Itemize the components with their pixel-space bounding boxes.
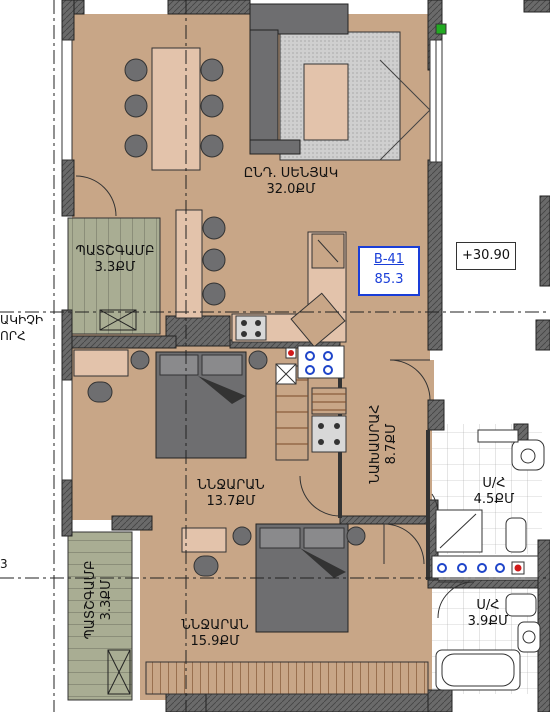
wardrobe-bedroom-2 <box>145 661 429 695</box>
dining-table <box>124 47 224 171</box>
room-living-area: 32.0ՔՄ <box>266 182 316 197</box>
room-balcony-top-name: ՊԱՏՇԳԱՄԲ <box>75 244 155 259</box>
room-bathroom-1: Ս/Հ 4.5ՔՄ <box>464 476 524 508</box>
room-hallway-area: 8.7ՔՄ <box>384 423 399 465</box>
unit-tag: B-41 85.3 <box>358 246 420 296</box>
bathroom-2-fixtures <box>435 593 541 691</box>
edge-label-left: ԱԿԻՉԻ ՈՐՀ <box>0 312 43 344</box>
room-living: ԸՆԴ. ՍԵՆՅԱԿ 32.0ՔՄ <box>236 166 346 198</box>
sofa-with-rug <box>249 3 431 161</box>
room-balcony-top: ՊԱՏՇԳԱՄԲ 3.3ՔՄ <box>70 244 160 276</box>
unit-area: 85.3 <box>374 272 404 287</box>
window-right <box>429 39 443 163</box>
room-bedroom-2: ՆՆՋԱՐԱՆ 15.9ՔՄ <box>170 618 260 650</box>
room-balcony-bottom-area: 3.3ՔՄ <box>99 579 114 621</box>
edge-label-left-line-1: ԱԿԻՉԻ <box>0 313 44 327</box>
balcony-drain-top <box>99 309 137 331</box>
unit-code: B-41 <box>373 252 405 267</box>
window-left-bottom <box>61 379 73 481</box>
edge-number-left: 3 <box>0 557 8 571</box>
kitchen-counter <box>175 209 347 348</box>
balcony-top-floor <box>67 217 161 335</box>
room-balcony-bottom-name: ՊԱՏՇԳԱՄԲ <box>83 560 98 640</box>
room-bathroom-2: Ս/Հ 3.9ՔՄ <box>458 598 518 630</box>
room-living-name: ԸՆԴ. ՍԵՆՅԱԿ <box>243 166 339 181</box>
elevation-mark: +30.90 <box>456 242 516 270</box>
balcony-bottom-floor <box>67 531 133 701</box>
desk-2 <box>181 527 227 577</box>
room-bathroom-1-area: 4.5ՔՄ <box>473 492 515 507</box>
kitchen-socket-green <box>435 23 447 35</box>
hallway-wardrobe <box>275 345 347 461</box>
balcony-drain-bottom <box>107 649 131 695</box>
hallway-sockets <box>285 347 333 375</box>
room-bedroom-2-name: ՆՆՋԱՐԱՆ <box>181 618 249 633</box>
window-left-top <box>61 39 73 161</box>
room-bathroom-1-name: Ս/Հ <box>482 476 506 491</box>
room-bathroom-2-area: 3.9ՔՄ <box>467 614 509 629</box>
room-balcony-top-area: 3.3ՔՄ <box>94 260 136 275</box>
desk-1 <box>73 349 129 403</box>
bed-1 <box>130 350 268 459</box>
room-bedroom-1: ՆՆՋԱՐԱՆ 13.7ՔՄ <box>186 478 276 510</box>
edge-label-left-line-2: ՈՐՀ <box>0 329 26 343</box>
room-bedroom-1-area: 13.7ՔՄ <box>206 494 256 509</box>
walls <box>61 0 550 712</box>
room-bathroom-2-name: Ս/Հ <box>476 598 500 613</box>
room-hallway: ՆԱԽԱՍՐԱՀ 8.7ՔՄ <box>368 394 400 494</box>
room-bedroom-1-name: ՆՆՋԱՐԱՆ <box>197 478 265 493</box>
room-balcony-bottom: ՊԱՏՇԳԱՄԲ 3.3ՔՄ <box>83 555 115 645</box>
room-hallway-name: ՆԱԽԱՍՐԱՀ <box>368 404 383 484</box>
bathroom-1-fixtures <box>431 429 545 579</box>
room-bedroom-2-area: 15.9ՔՄ <box>190 634 240 649</box>
